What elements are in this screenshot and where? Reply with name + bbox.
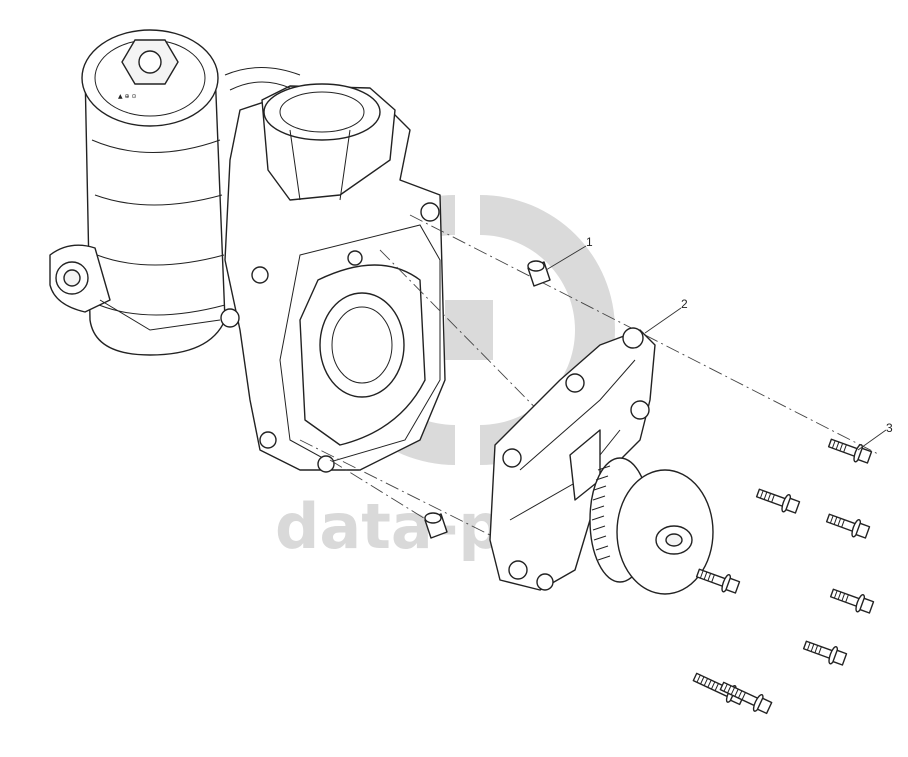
front-cover-housing [224,67,446,473]
callout-label-1: 1 [586,235,593,249]
water-pump-with-pulley [489,327,714,595]
flange-bolt [695,568,741,594]
flange-bolt [719,681,773,715]
flange-bolt [692,672,746,706]
flange-bolt-group [692,438,875,715]
dowel-sleeve [424,512,448,539]
flange-bolt [825,513,871,539]
callout-label-3: 3 [886,421,893,435]
watermark-logo-bar [445,300,493,360]
cap-embossing: ▲ ⊕ ⊙ [118,93,136,100]
callout-label-2: 2 [681,297,688,311]
callout-2: 2 [644,297,688,334]
flange-bolt [802,640,848,666]
callout-3: 3 [857,421,893,451]
dowel-sleeve [527,260,551,287]
callout-1: 1 [545,235,593,271]
flange-bolt [829,588,875,614]
flange-bolt [755,488,801,514]
oil-filter-housing: ▲ ⊕ ⊙ [49,29,269,356]
flange-bolt [827,438,873,464]
